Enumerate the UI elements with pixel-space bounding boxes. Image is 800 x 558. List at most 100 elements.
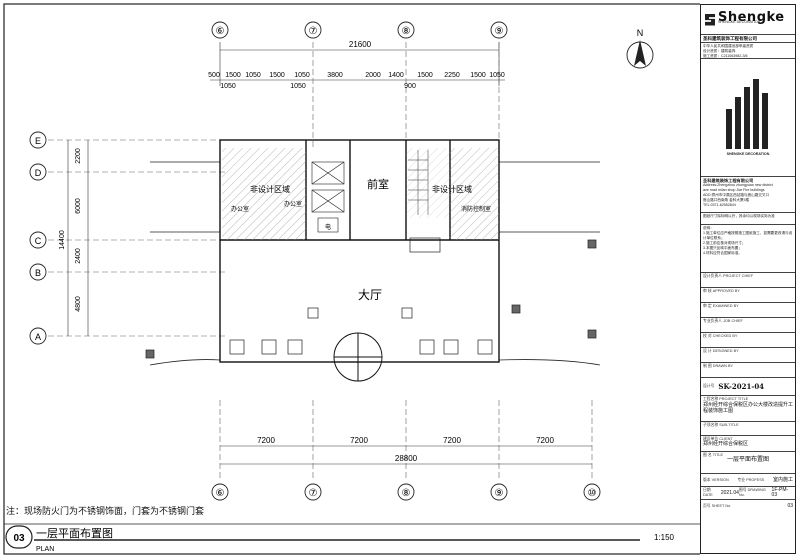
address-line: Address:Zhengzhou zhongyuan new district [703, 183, 773, 187]
company-emblem-icon [726, 78, 770, 149]
address-line: TEL:0371-62552844 [703, 203, 736, 207]
client-row: 建设单位 CLIENT 郑州经开综合保税区 [701, 436, 795, 452]
grid-left [48, 139, 225, 337]
emblem-caption: SHENGKE DECORATION [726, 151, 770, 156]
room-label-non-design-right: 非设计区域 [432, 184, 472, 194]
grid-bubbles-bottom: ⑥ ⑦ ⑧ ⑨ ⑩ [211, 483, 601, 501]
sub-title-row: 子项名称 SUB-TITLE [701, 422, 795, 436]
dim-total-bottom: 28800 [395, 454, 418, 463]
address-line: 嵩山路口西南角 金科大厦5楼 [703, 198, 750, 202]
company-address: 圣科建筑装饰工程有限公司 Address:Zhengzhou zhongyuan… [701, 177, 795, 213]
sheet-title: 一层平面布置图 [36, 527, 113, 540]
dim-label: 2000 [365, 72, 381, 79]
note-line: 说明： [703, 226, 714, 230]
sheet-title-bar: 03 一层平面布置图 PLAN 1:150 [4, 523, 700, 553]
field-project-chief: 设计负责人 PROJECT CHIEF [701, 273, 795, 288]
drawing-number-row: 设计号 SK-2021-04 [701, 378, 795, 396]
grid-top-label: ⑦ [309, 26, 318, 37]
dim-label: 14400 [59, 230, 66, 250]
dim-label: 1500 [269, 72, 285, 79]
scale-label: 1:150 [654, 533, 675, 542]
grid-top-label: ⑥ [216, 26, 225, 37]
room-label-fire-control: 消防控制室 [461, 205, 491, 213]
non-design-zone-right [450, 148, 499, 240]
dim-label: 1500 [470, 72, 486, 79]
stage-value: 室内施工 [772, 476, 793, 483]
company-big-logo: SHENGKE DECORATION [701, 59, 795, 177]
stairs [408, 150, 429, 215]
north-arrow: N [626, 28, 654, 69]
floor-plan: ⑥ ⑦ ⑧ ⑨ 21600 500 1500 1050 1500 1050 38… [3, 3, 700, 555]
figure-row: 图 名 TITLE 一层平面布置图 [701, 452, 795, 474]
page-row: 页号 SHEET No. 03 [701, 500, 795, 512]
note-line: 4.材料应符合国家标准。 [703, 251, 742, 255]
dims-left: 2200 6000 14400 2400 4800 [59, 148, 82, 312]
grid-top-label: ⑧ [402, 26, 411, 37]
dim-label: 1050 [245, 72, 261, 79]
page-label: 页号 SHEET No. [703, 503, 732, 508]
brand-sub: SHENGKE DECORATION [718, 19, 761, 24]
grid-bottom-label: ⑥ [216, 488, 225, 499]
non-design-zone-left [222, 148, 306, 240]
date-value: 2021.04 [720, 489, 739, 496]
figure-name: 一层平面布置图 [726, 457, 769, 463]
dim-label: 1050 [290, 83, 306, 90]
grid-left-label: E [35, 136, 41, 146]
company-name: 圣科建筑装饰工程有限公司 [701, 35, 795, 43]
license-line: 施工资质：C211063982-3/6 [703, 54, 748, 58]
dim-total-top: 21600 [349, 40, 372, 49]
bottom-dimensions [219, 400, 593, 480]
field-examined-by: 审 定 EXAMINED BY [701, 303, 795, 318]
dim-label: 1050 [220, 83, 236, 90]
dim-label: 1050 [294, 72, 310, 79]
note-line: 2.施工前应核对现场尺寸； [703, 241, 746, 245]
version-row: 版本 VERSION 专业 PROFESS 室内施工 [701, 474, 795, 487]
license-line: 设计资质：建筑装饰 [703, 49, 736, 53]
grid-bubbles-left: E D C B A [29, 131, 47, 345]
field-job-chief: 专业负责人 JOB CHIEF [701, 318, 795, 333]
grid-bottom-label: ⑧ [402, 488, 411, 499]
dim-label: 7200 [350, 436, 368, 445]
project-row: 工程名称 PROJECT TITLE 郑州经开综合保税区办公大楼改造提升工程装饰… [701, 396, 795, 422]
sheet-value: 1F-PM-03 [771, 487, 789, 498]
room-label-office: 办公室 [284, 200, 302, 208]
dim-label: 1400 [388, 72, 404, 79]
address-line: 圣科建筑装饰工程有限公司 [703, 178, 754, 183]
license-lines: 中华人民共和国建设部甲级资质 设计资质：建筑装饰 施工资质：C211063982… [701, 43, 795, 59]
sheet-label: 图号 DRAWING No. [738, 488, 766, 497]
note-line: 1.施工单位应严格按照施工图纸施工，如需要更改请与设计单位联系； [703, 231, 793, 240]
dim-label: 900 [404, 83, 416, 90]
field-designed-by: 设 计 DESIGNED BY [701, 348, 795, 363]
project-name: 郑州经开综合保税区办公大楼改造提升工程装饰施工图 [703, 402, 794, 414]
figure-label: 图 名 TITLE [703, 453, 724, 457]
grid-top-label: ⑨ [495, 26, 504, 37]
room-label-non-design-left: 非设计区域 [250, 184, 290, 194]
page-value: 03 [787, 502, 793, 509]
shengke-logo-icon [705, 13, 715, 26]
drawing-number-label: 设计号 [703, 384, 715, 388]
grid-left-label: C [35, 236, 42, 246]
field-drawn-by: 制 图 DRAWN BY [701, 363, 795, 378]
lobby-furniture [145, 239, 597, 359]
title-block: Shengke SHENGKE DECORATION 圣科建筑装饰工程有限公司 … [700, 4, 796, 554]
version-label: 版本 VERSION [703, 477, 729, 482]
grid-left-label: A [35, 332, 41, 342]
dim-label: 2400 [75, 248, 82, 264]
drawing-number: SK-2021-04 [718, 382, 765, 391]
dim-label: 7200 [536, 436, 554, 445]
exterior-walls [149, 161, 601, 366]
grid-bottom-label: ⑩ [588, 488, 597, 499]
north-label: N [637, 28, 644, 38]
project-label: 工程名称 PROJECT TITLE [703, 397, 749, 401]
grid-left-label: D [35, 168, 42, 178]
grid-left-label: B [35, 268, 41, 278]
sheet-title-en: PLAN [36, 546, 54, 553]
field-checked-by: 校 对 CHECKED BY [701, 333, 795, 348]
brand-name: Shengke [718, 9, 785, 25]
date-row: 日期 DATE 2021.04 图号 DRAWING No. 1F-PM-03 [701, 487, 795, 500]
site-note: 注：现场防火门为不锈钢饰面，门套为不锈钢门套 [6, 506, 205, 516]
dim-label: 3800 [327, 72, 343, 79]
elevator-shafts [311, 161, 345, 233]
dim-label: 6000 [75, 198, 82, 214]
